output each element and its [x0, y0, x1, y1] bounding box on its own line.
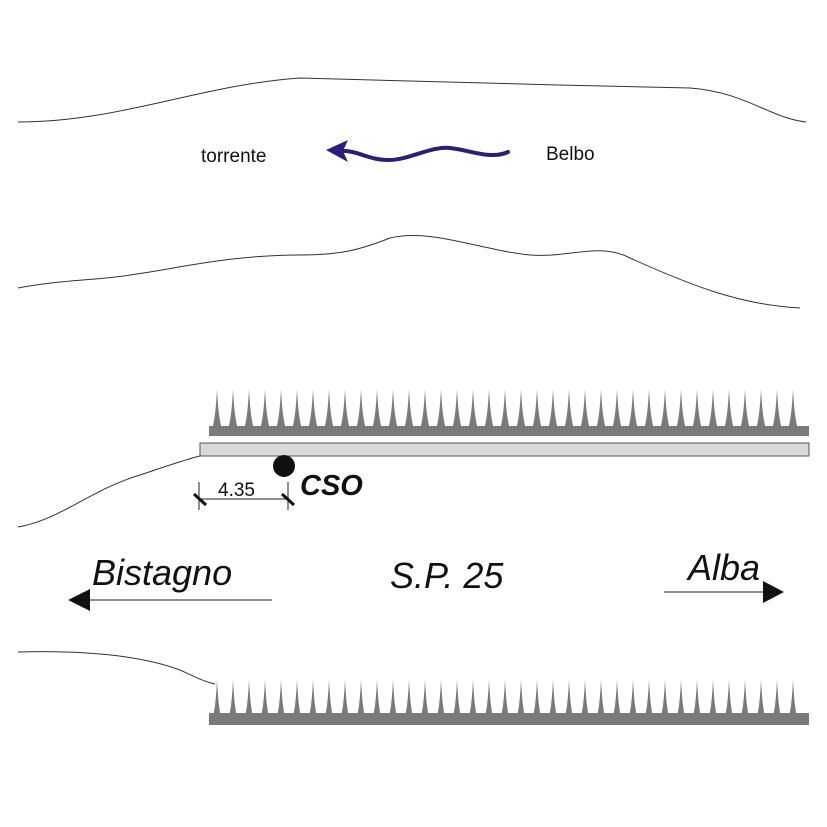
vegetation-spike	[353, 389, 369, 434]
cso-point-marker	[273, 455, 295, 477]
vegetation-spike	[465, 680, 481, 725]
distance-dimension	[192, 482, 296, 510]
vegetation-spike	[481, 389, 497, 434]
vegetation-spike	[737, 389, 753, 434]
vegetation-spike	[641, 389, 657, 434]
vegetation-spike	[673, 389, 689, 434]
lower-vegetation-row	[209, 680, 809, 725]
vegetation-spike	[641, 680, 657, 725]
vegetation-spike	[305, 389, 321, 434]
cso-label: CSO	[300, 470, 363, 502]
vegetation-spike	[593, 680, 609, 725]
vegetation-spike	[785, 389, 801, 434]
vegetation-spike	[241, 389, 257, 434]
river-upper-bank	[17, 77, 807, 123]
vegetation-spike	[401, 389, 417, 434]
vegetation-spike	[353, 680, 369, 725]
vegetation-spike	[529, 680, 545, 725]
vegetation-spike	[673, 680, 689, 725]
river-label-left: torrente	[201, 146, 266, 167]
vegetation-spike	[689, 680, 705, 725]
vegetation-spike	[433, 389, 449, 434]
vegetation-spike	[785, 680, 801, 725]
vegetation-spike	[561, 389, 577, 434]
vegetation-spike	[273, 389, 289, 434]
vegetation-spike	[465, 389, 481, 434]
vegetation-spike	[625, 389, 641, 434]
vegetation-spike	[705, 389, 721, 434]
vegetation-spike	[561, 680, 577, 725]
destination-left-label: Bistagno	[92, 552, 232, 593]
vegetation-spike	[609, 389, 625, 434]
vegetation-spike	[273, 680, 289, 725]
vegetation-spike	[497, 389, 513, 434]
vegetation-spike	[337, 680, 353, 725]
vegetation-spike	[481, 680, 497, 725]
vegetation-spike	[209, 389, 225, 434]
vegetation-spike	[593, 389, 609, 434]
vegetation-spike	[657, 680, 673, 725]
distance-value: 4.35	[218, 480, 255, 501]
vegetation-spike	[225, 389, 241, 434]
vegetation-spike	[337, 389, 353, 434]
destination-right-label: Alba	[686, 547, 760, 588]
vegetation-spike	[321, 680, 337, 725]
vegetation-spike	[289, 680, 305, 725]
vegetation-spike	[385, 389, 401, 434]
road-name-label: S.P. 25	[390, 555, 504, 596]
vegetation-spike	[449, 389, 465, 434]
vegetation-spike	[417, 680, 433, 725]
upper-vegetation-row	[209, 389, 809, 436]
vegetation-spike	[257, 680, 273, 725]
left-embankment-curve	[17, 455, 201, 528]
vegetation-spike	[241, 680, 257, 725]
vegetation-spike	[433, 680, 449, 725]
vegetation-spike	[769, 680, 785, 725]
vegetation-spike	[609, 680, 625, 725]
vegetation-spike	[385, 680, 401, 725]
vegetation-spike	[513, 389, 529, 434]
vegetation-spike	[289, 389, 305, 434]
vegetation-spike	[449, 680, 465, 725]
vegetation-spike	[625, 680, 641, 725]
river-label-right: Belbo	[546, 144, 595, 165]
vegetation-spike	[513, 680, 529, 725]
vegetation-spike	[721, 680, 737, 725]
river-lower-bank	[17, 234, 801, 309]
direction-left-arrow-icon	[68, 589, 90, 611]
direction-right-arrow-icon	[763, 581, 784, 603]
vegetation-spike	[657, 389, 673, 434]
vegetation-spike	[497, 680, 513, 725]
vegetation-spike	[689, 389, 705, 434]
vegetation-spike	[721, 389, 737, 434]
vegetation-spike	[321, 389, 337, 434]
vegetation-spike	[753, 389, 769, 434]
vegetation-spike	[753, 680, 769, 725]
vegetation-spike	[529, 389, 545, 434]
roadside-strip	[199, 442, 810, 457]
vegetation-spike	[417, 389, 433, 434]
vegetation-spike	[545, 680, 561, 725]
vegetation-spike	[209, 680, 225, 725]
lower-embankment-curve	[17, 651, 216, 685]
river-flow-arrow-icon	[326, 140, 510, 163]
vegetation-spike	[737, 680, 753, 725]
vegetation-spike	[705, 680, 721, 725]
vegetation-spike	[257, 389, 273, 434]
vegetation-spike	[577, 389, 593, 434]
vegetation-spike	[305, 680, 321, 725]
vegetation-spike	[401, 680, 417, 725]
vegetation-spike	[369, 389, 385, 434]
vegetation-spike	[769, 389, 785, 434]
vegetation-spike	[369, 680, 385, 725]
vegetation-spike	[545, 389, 561, 434]
vegetation-spike	[577, 680, 593, 725]
vegetation-spike	[225, 680, 241, 725]
